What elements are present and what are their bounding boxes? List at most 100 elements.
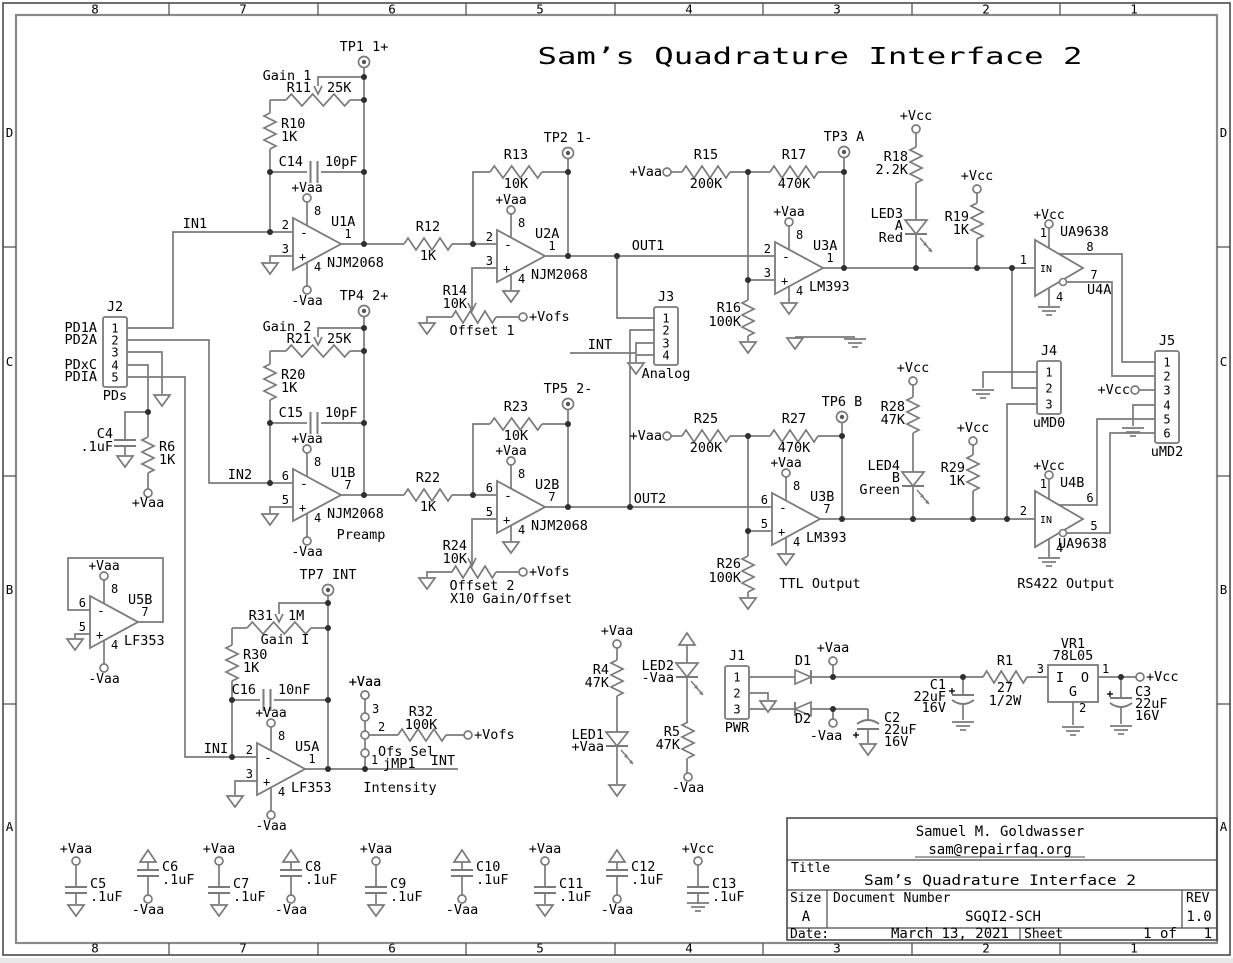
border-zone-letter: C bbox=[6, 354, 14, 369]
inverting-input-mark: - bbox=[779, 501, 787, 516]
junction-dot bbox=[841, 265, 847, 271]
terminal-circle-icon bbox=[266, 718, 276, 728]
terminal-circle-icon bbox=[612, 894, 622, 904]
pin-number: 2 bbox=[111, 334, 118, 348]
wire bbox=[1011, 268, 1037, 389]
ground-arrow-icon bbox=[785, 337, 805, 351]
rail-label: +Vaa bbox=[349, 674, 382, 690]
pin-number: 1 bbox=[662, 312, 669, 326]
noninverting-input-mark: + bbox=[503, 262, 510, 276]
noninverting-input-mark: + bbox=[778, 525, 785, 539]
size-value: A bbox=[802, 909, 811, 925]
connector-ref: J5 bbox=[1159, 333, 1175, 349]
power-terminal: +Vcc bbox=[1097, 382, 1140, 398]
junction-dot bbox=[267, 480, 273, 486]
terminal-circle-icon bbox=[143, 488, 153, 498]
label: 16V bbox=[922, 700, 946, 716]
border-zone-number: 8 bbox=[91, 2, 99, 17]
junction-dot bbox=[361, 492, 367, 498]
terminal-circle-icon bbox=[99, 571, 109, 581]
border-zone-number: 7 bbox=[239, 941, 247, 956]
pin-number: 1 bbox=[344, 227, 351, 241]
rail-label: -Vaa bbox=[132, 902, 165, 918]
wire bbox=[127, 376, 257, 758]
pin-number: 1 bbox=[1163, 356, 1170, 370]
power-terminal: +Vaa bbox=[601, 623, 633, 649]
rail-label: +Vaa bbox=[629, 428, 662, 444]
title-block-frame bbox=[786, 817, 1218, 941]
resistor-value: 200K bbox=[690, 176, 723, 192]
pin-number: 8 bbox=[1086, 240, 1093, 254]
label: 16V bbox=[1135, 708, 1159, 724]
ground-up-arrow-icon bbox=[607, 848, 627, 863]
terminal-circle-icon bbox=[540, 856, 550, 866]
resistor-ref: R13 bbox=[504, 147, 528, 163]
junction-dot bbox=[325, 697, 331, 703]
label: 10pF bbox=[325, 405, 358, 421]
net-label: OUT2 bbox=[634, 491, 667, 507]
resistor-value: 47K bbox=[585, 675, 610, 691]
terminal-circle-icon bbox=[1130, 385, 1140, 395]
connector-caption: PWR bbox=[725, 720, 750, 736]
junction-dot bbox=[974, 265, 980, 271]
rail-label: -Vaa bbox=[810, 728, 843, 744]
resistor-value: 100K bbox=[405, 717, 438, 733]
noninverting-input-mark: + bbox=[299, 250, 306, 264]
border-zone-number: 2 bbox=[982, 2, 990, 17]
resistor-value: 10K bbox=[504, 428, 529, 444]
resistor-ref: R26 bbox=[717, 556, 741, 572]
pin-number: 6 bbox=[282, 469, 289, 483]
led-LED1-icon: LED1+Vaa bbox=[571, 727, 634, 765]
pin-number: 4 bbox=[518, 523, 525, 537]
label: C6 bbox=[162, 859, 178, 875]
rail-label: +Vofs bbox=[529, 564, 570, 580]
power-terminal: +Vaa bbox=[132, 488, 164, 511]
rail-label: -Vaa bbox=[601, 902, 634, 918]
opamp-ref: U5B bbox=[128, 592, 152, 608]
terminal-circle-icon bbox=[360, 712, 370, 722]
wire bbox=[234, 780, 257, 795]
noninverting-input-mark: + bbox=[781, 274, 788, 288]
rail-label: +Vaa bbox=[773, 205, 804, 220]
junction-dot bbox=[470, 241, 476, 247]
connector-ref: J1 bbox=[729, 648, 745, 664]
wire bbox=[426, 316, 452, 322]
rail-label: +Vaa bbox=[349, 674, 382, 690]
border-zone-letter: D bbox=[1220, 125, 1228, 140]
terminal-circle-icon bbox=[286, 894, 296, 904]
pin-number: 5 bbox=[79, 620, 86, 634]
junction-dot bbox=[145, 409, 151, 415]
junction-dot bbox=[361, 348, 367, 354]
junction-dot bbox=[1004, 516, 1010, 522]
earth-ground-icon bbox=[1122, 427, 1144, 437]
diode-icon: D1 bbox=[794, 653, 814, 686]
rail-label: +Vcc bbox=[961, 168, 994, 184]
author-email[interactable]: sam@repairfaq.org bbox=[928, 842, 1071, 858]
ground-arrow-icon bbox=[152, 394, 172, 408]
test-point: TP5 2- bbox=[544, 381, 592, 411]
junction-dot bbox=[229, 754, 235, 760]
pin-number: 3 bbox=[662, 337, 669, 351]
wire bbox=[472, 423, 490, 495]
rail-label: +Vaa bbox=[817, 640, 850, 656]
led-LED2-icon: LED2-Vaa bbox=[641, 658, 704, 696]
pin-number: 7 bbox=[548, 490, 555, 504]
rail-label: +Vaa bbox=[291, 181, 322, 196]
net-label: IN2 bbox=[228, 467, 252, 483]
pin-number: 4 bbox=[1163, 399, 1170, 413]
wire bbox=[1132, 404, 1155, 426]
junction-dot bbox=[362, 766, 368, 772]
driver-in-mark: IN bbox=[1040, 264, 1052, 275]
ground-arrow-icon bbox=[65, 638, 85, 652]
terminal-circle-icon bbox=[71, 856, 81, 866]
terminal-circle-icon bbox=[972, 184, 982, 194]
sheet-label: Sheet bbox=[1024, 927, 1063, 942]
net-label: RS422 Output bbox=[1017, 576, 1115, 592]
resistor-ref: R10 bbox=[281, 116, 305, 132]
